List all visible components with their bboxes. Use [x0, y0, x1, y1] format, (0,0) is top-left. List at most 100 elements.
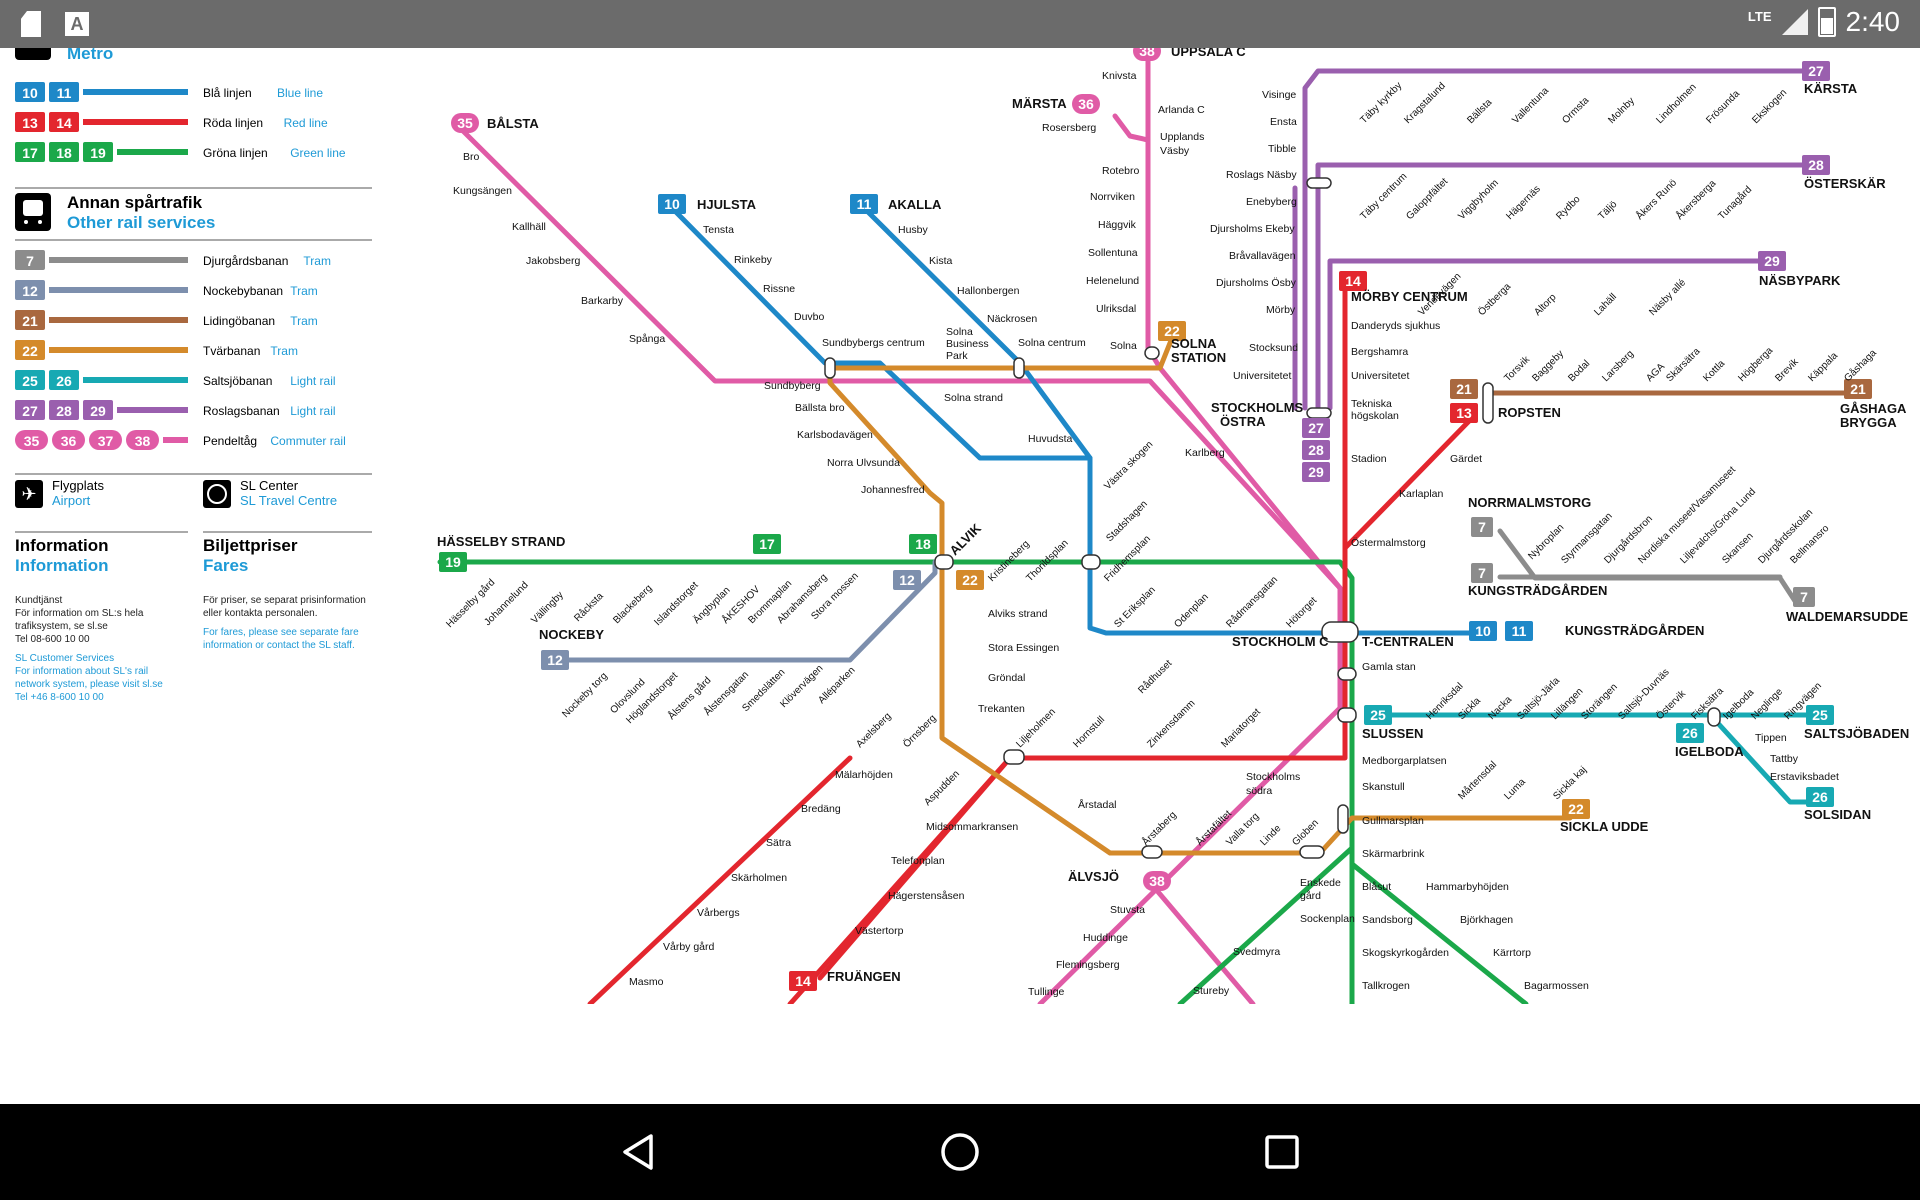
station-label[interactable]: Husby: [898, 224, 929, 236]
station-label[interactable]: Östermalmstorg: [1351, 537, 1426, 549]
line-badge[interactable]: 36: [1072, 94, 1100, 114]
station-label[interactable]: Lindholmen: [1654, 82, 1698, 126]
station-label[interactable]: Jakobsberg: [526, 255, 580, 267]
station-label[interactable]: Brevik: [1773, 356, 1801, 384]
station-label[interactable]: HJULSTA: [697, 197, 757, 212]
station-label[interactable]: UPPSALA C: [1171, 48, 1246, 59]
station-label[interactable]: Arlanda C: [1158, 104, 1205, 116]
station-label[interactable]: Skansen: [1720, 531, 1755, 566]
station-label[interactable]: Sollentuna: [1088, 247, 1138, 259]
line-badge[interactable]: 28: [1302, 440, 1330, 460]
station-label[interactable]: Visinge: [1262, 89, 1296, 101]
station-label[interactable]: NORRMALMSTORG: [1468, 495, 1591, 510]
station-label[interactable]: Spånga: [629, 333, 665, 345]
line-badge[interactable]: 7: [1471, 517, 1493, 537]
station-label[interactable]: Gärdet: [1450, 453, 1482, 465]
station-label[interactable]: Telefonplan: [891, 855, 945, 867]
line-badge[interactable]: 14: [789, 971, 817, 991]
station-label[interactable]: Enebyberg: [1246, 196, 1297, 208]
station-label[interactable]: Årstaberg: [1139, 808, 1179, 848]
station-label[interactable]: Solna: [1110, 340, 1137, 352]
station-label[interactable]: Hägerstensåsen: [888, 890, 965, 902]
station-label[interactable]: Stuvsta: [1110, 904, 1145, 916]
station-label[interactable]: Näsby allé: [1647, 277, 1688, 318]
station-label[interactable]: Park: [946, 350, 968, 362]
station-label[interactable]: Bro: [463, 151, 480, 163]
station-label[interactable]: Väsby: [1160, 145, 1190, 157]
line-badge[interactable]: 18: [909, 534, 937, 554]
station-label[interactable]: Business: [946, 338, 989, 350]
station-label[interactable]: Solna centrum: [1018, 337, 1086, 349]
station-label[interactable]: GÅSHAGA: [1840, 401, 1907, 416]
station-label[interactable]: Axelsberg: [854, 711, 893, 750]
recents-button[interactable]: [1256, 1126, 1308, 1178]
station-label[interactable]: Tekniska: [1351, 398, 1392, 410]
station-label[interactable]: Vallentuna: [1510, 85, 1551, 126]
station-label[interactable]: Johannesfred: [861, 484, 925, 496]
back-button[interactable]: [613, 1126, 665, 1178]
station-label[interactable]: SOLNA: [1171, 336, 1217, 351]
line-badge[interactable]: 22: [1562, 799, 1590, 819]
station-label[interactable]: Sundbybergs centrum: [822, 337, 925, 349]
station-label[interactable]: Östberga: [1476, 280, 1514, 318]
station-label[interactable]: Duvbo: [794, 311, 825, 323]
line-badge[interactable]: 22: [1158, 321, 1186, 341]
station-label[interactable]: Odenplan: [1172, 592, 1210, 630]
station-label[interactable]: STOCKHOLMS: [1211, 400, 1304, 415]
station-label[interactable]: Helenelund: [1086, 275, 1139, 287]
station-label[interactable]: Danderyds sjukhus: [1351, 320, 1440, 332]
station-label[interactable]: Larsberg: [1600, 348, 1636, 384]
station-label[interactable]: Masmo: [629, 976, 664, 988]
line-badge[interactable]: 29: [1302, 462, 1330, 482]
line-badge[interactable]: 12: [541, 650, 569, 670]
station-label[interactable]: MÄRSTA: [1012, 96, 1067, 111]
station-label[interactable]: Åkersberga: [1673, 176, 1719, 222]
station-label[interactable]: Blåsut: [1362, 881, 1391, 893]
station-label[interactable]: SALTSJÖBADEN: [1804, 726, 1909, 741]
station-label[interactable]: AGA: [1644, 361, 1667, 384]
station-label[interactable]: Kallhäll: [512, 221, 546, 233]
station-label[interactable]: Hallonbergen: [957, 285, 1020, 297]
station-label[interactable]: Tensta: [703, 224, 734, 236]
station-label[interactable]: Lahäll: [1592, 291, 1619, 318]
station-label[interactable]: Upplands: [1160, 131, 1204, 143]
station-label[interactable]: Tullinge: [1028, 986, 1065, 998]
station-label[interactable]: Vårbergs: [697, 907, 740, 919]
station-label[interactable]: Zinkensdamm: [1145, 698, 1197, 750]
station-label[interactable]: Bällsta bro: [795, 402, 845, 414]
station-label[interactable]: IGELBODA: [1675, 744, 1744, 759]
station-label[interactable]: Stockholms: [1246, 771, 1300, 783]
station-label[interactable]: Solna strand: [944, 392, 1003, 404]
line-badge[interactable]: 28: [1802, 155, 1830, 175]
station-label[interactable]: ALVIK: [947, 520, 985, 558]
station-label[interactable]: Rådhuset: [1136, 657, 1175, 696]
station-label[interactable]: Täby centrum: [1358, 171, 1409, 222]
station-label[interactable]: Djursholms Ekeby: [1210, 223, 1295, 235]
station-label[interactable]: Västra skogen: [1102, 439, 1155, 492]
station-label[interactable]: Bråvallavägen: [1229, 250, 1296, 262]
line-badge[interactable]: 22: [956, 570, 984, 590]
station-label[interactable]: STATION: [1171, 350, 1226, 365]
station-label[interactable]: Täljö: [1596, 199, 1619, 222]
station-label[interactable]: södra: [1246, 785, 1272, 797]
station-label[interactable]: SOLSIDAN: [1804, 807, 1871, 822]
station-label[interactable]: HÄSSELBY STRAND: [437, 534, 565, 549]
station-label[interactable]: T-CENTRALEN: [1362, 634, 1454, 649]
station-label[interactable]: Rinkeby: [734, 254, 773, 266]
station-label[interactable]: Hammarbyhöjden: [1426, 881, 1509, 893]
station-label[interactable]: Ulriksdal: [1096, 303, 1136, 315]
station-label[interactable]: SLUSSEN: [1362, 726, 1423, 741]
station-label[interactable]: Gåshaga: [1842, 347, 1879, 384]
station-label[interactable]: BRYGGA: [1840, 415, 1897, 430]
station-label[interactable]: Sandsborg: [1362, 914, 1413, 926]
station-label[interactable]: Luma: [1502, 776, 1528, 802]
line-badge[interactable]: 21: [1844, 379, 1872, 399]
station-label[interactable]: Hornstull: [1071, 714, 1107, 750]
station-label[interactable]: Rosersberg: [1042, 122, 1096, 134]
station-label[interactable]: SICKLA UDDE: [1560, 819, 1649, 834]
station-label[interactable]: Björkhagen: [1460, 914, 1513, 926]
station-label[interactable]: Medborgarplatsen: [1362, 755, 1447, 767]
station-label[interactable]: Universitetet: [1351, 370, 1409, 382]
